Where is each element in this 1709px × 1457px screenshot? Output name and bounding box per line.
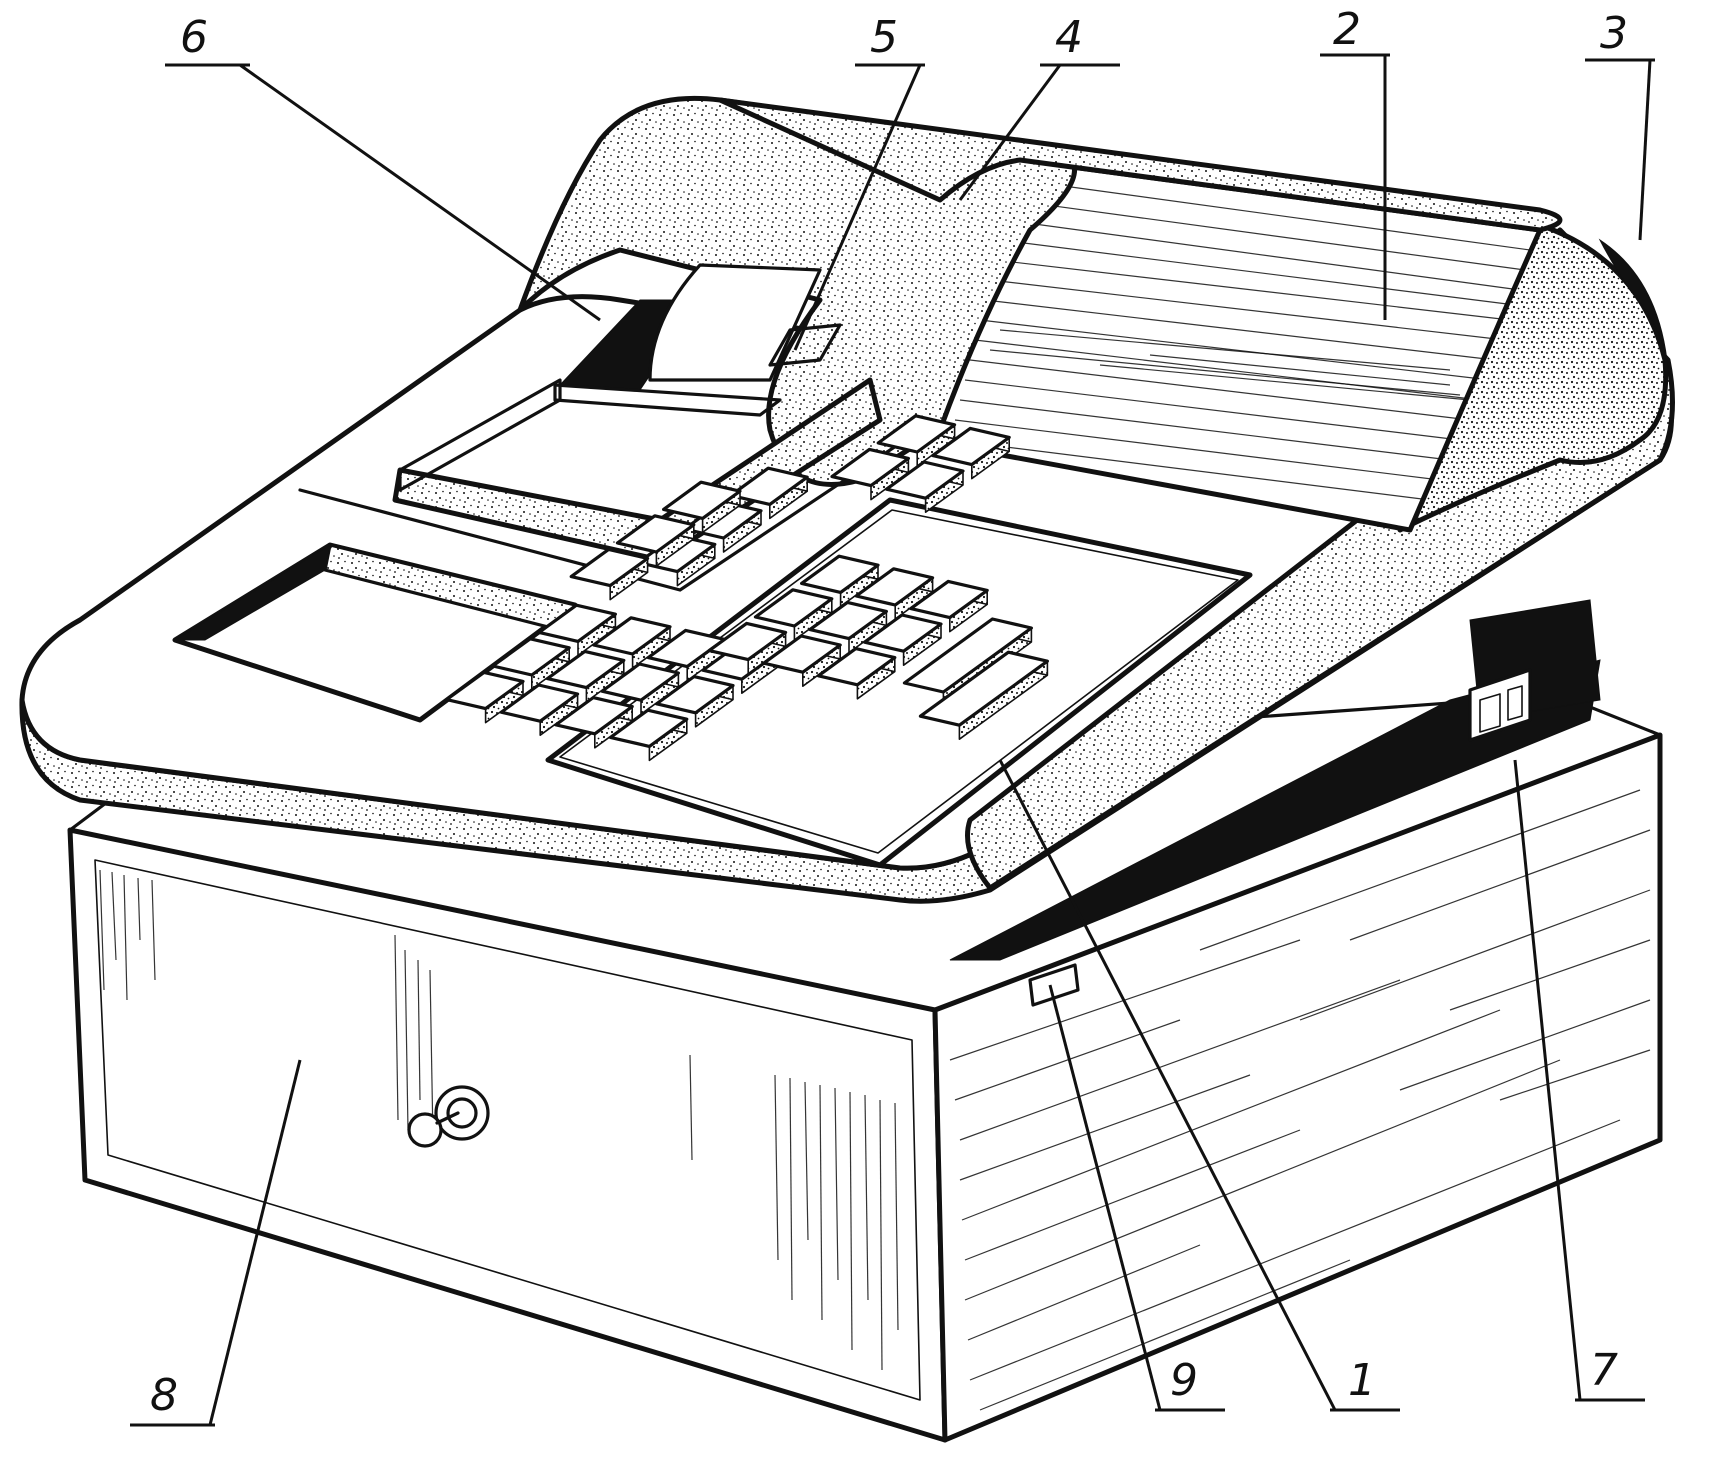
keyboard-panel [445,414,1532,1007]
key-30[interactable] [885,460,965,500]
port-slot-left [1479,693,1501,733]
key-29[interactable] [876,414,957,454]
key-23[interactable] [808,600,888,641]
key-28[interactable] [830,447,910,488]
callout-2-label: 2 [1333,4,1361,55]
callout-7-label: 7 [1590,1345,1618,1396]
key-20[interactable] [753,588,834,628]
drawer-front-panel [94,859,921,1401]
callout-6-leader [239,63,601,322]
end-cap-highlight [1598,238,1669,371]
keyboard-plate [545,497,1253,868]
drawer-side [932,732,1663,1443]
key-12[interactable] [537,603,617,643]
drawer-lock[interactable] [434,1085,490,1141]
drawer-front-hatching [99,869,899,1371]
callout-4-leader [958,64,1062,201]
display-inner-shadow [173,543,331,641]
port-slot-right [1507,685,1523,721]
key-8[interactable] [545,649,626,690]
key-26[interactable] [863,613,943,653]
callout-1-leader [998,759,1337,1411]
key-wide-2[interactable] [918,650,1049,727]
callout-9-label: 9 [1170,1355,1198,1406]
callout-6-label: 6 [180,12,208,63]
front-switch[interactable] [1028,963,1080,1007]
key-4[interactable] [554,696,634,736]
tear-bar [768,323,842,367]
slot-lip [553,383,782,417]
key-shaft [435,1111,460,1125]
key-1[interactable] [608,708,689,748]
drawer-side-hatching [949,789,1651,1411]
callout-5-label: 5 [870,12,898,63]
cover-left-edge [398,378,562,492]
callout-5-leader [793,64,922,351]
key-17[interactable] [615,514,696,554]
callout-9-leader [1048,984,1162,1411]
deck-divider [298,428,922,592]
key-25[interactable] [816,647,897,687]
key-15[interactable] [729,466,809,506]
lock-cylinder-icon [446,1097,478,1129]
key-27[interactable] [909,579,989,620]
callout-3-leader [1638,59,1652,241]
key-wide-1[interactable] [902,617,1033,694]
keys [445,414,1049,762]
key-21[interactable] [800,554,880,594]
key-7[interactable] [499,683,580,723]
key-10[interactable] [445,670,525,711]
key-2[interactable] [655,675,735,715]
key-18[interactable] [662,480,742,520]
callout-4-label: 4 [1055,12,1083,63]
key-9[interactable] [592,616,672,656]
key-31[interactable] [931,426,1011,467]
key-19[interactable] [707,621,788,662]
callout-7-leader [1513,759,1582,1401]
callout-3-label: 3 [1600,8,1628,59]
callouts: 6 5 4 2 3 7 1 9 8 [130,4,1655,1427]
key-22[interactable] [762,634,842,674]
top-ridge [717,97,1563,233]
callout-1-label: 1 [1348,1355,1376,1406]
key-24[interactable] [854,567,935,607]
callout-8-leader [208,1059,302,1426]
key-16[interactable] [569,547,650,588]
key-5[interactable] [600,662,680,702]
key-11[interactable] [491,637,571,677]
key-head-icon [407,1112,443,1148]
keyboard-inner-border [559,509,1239,854]
drum-hatching [949,179,1531,501]
callout-8-label: 8 [150,1370,178,1421]
